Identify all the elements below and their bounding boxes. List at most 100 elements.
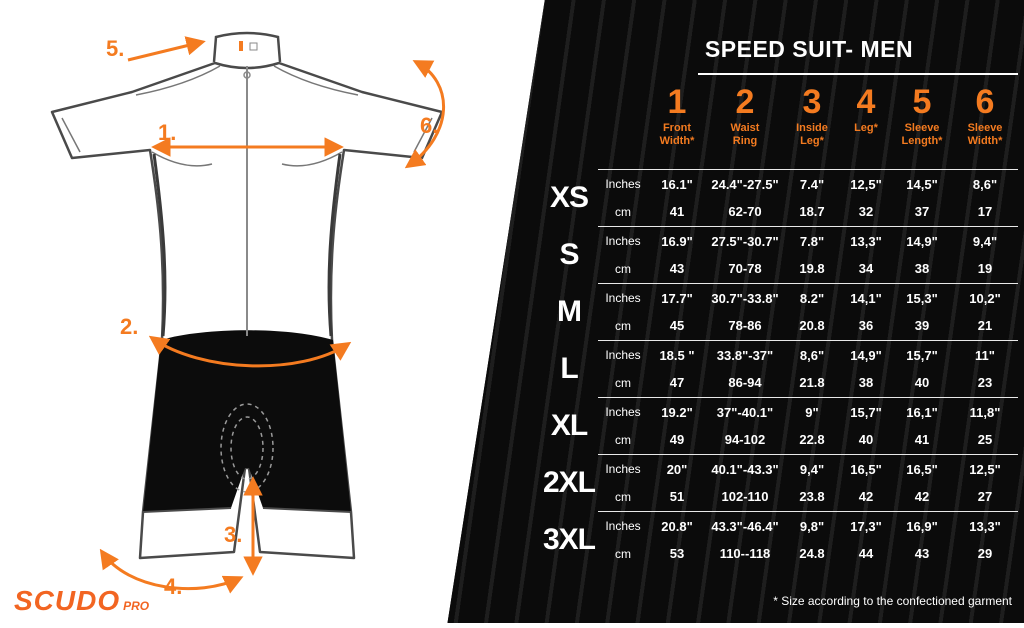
table-row-m: M Inches cm 17.7" 45 30.7"-33.8" 78-86 8… (540, 283, 1018, 340)
arrow-leg-opening (99, 548, 244, 594)
size-label: 3XL (542, 522, 596, 556)
cuff-seam-left (61, 117, 81, 153)
cell-waist-ring: 27.5"-30.7" 70-78 (706, 226, 784, 283)
cell-front-width: 20.8" 53 (648, 511, 706, 568)
unit-cm-label: cm (615, 205, 631, 220)
row-divider (598, 340, 1018, 342)
value-inches: 18.5 " (659, 348, 695, 364)
cell-inside-leg: 8,6" 21.8 (784, 340, 840, 397)
value-cm: 40 (858, 432, 874, 448)
value-inches: 20" (666, 462, 688, 478)
unit-inches-label: Inches (605, 177, 641, 192)
value-cm: 29 (977, 546, 993, 562)
table-row-xs: XS Inches cm 16.1" 41 24.4"-27.5" 62-70 … (540, 169, 1018, 226)
value-cm: 49 (669, 432, 685, 448)
size-label: XS (549, 180, 589, 214)
cell-sleeve-length: 16,9" 43 (892, 511, 952, 568)
cell-front-width: 19.2" 49 (648, 397, 706, 454)
value-inches: 14,9" (850, 348, 882, 364)
value-cm: 38 (858, 375, 874, 391)
column-header-front-width: 1 Front Width* (648, 85, 706, 147)
table-row-xl: XL Inches cm 19.2" 49 37"-40.1" 94-102 9… (540, 397, 1018, 454)
size-label: S (559, 237, 579, 271)
value-cm: 43 (914, 546, 930, 562)
cell-leg: 12,5" 32 (840, 169, 892, 226)
cell-sleeve-width: 8,6" 17 (952, 169, 1018, 226)
column-header-leg: 4 Leg* (840, 85, 892, 135)
raglan-seam-left (135, 65, 221, 96)
cell-waist-ring: 43.3"-46.4" 110--118 (706, 511, 784, 568)
value-inches: 19.2" (661, 405, 693, 421)
value-cm: 102-110 (721, 489, 769, 505)
value-inches: 30.7"-33.8" (711, 291, 779, 307)
column-label: Sleeve Width* (967, 122, 1003, 147)
chart-title: SPEED SUIT- MEN (704, 36, 914, 62)
column-label: Inside Leg* (796, 122, 828, 147)
value-cm: 41 (669, 204, 685, 220)
value-inches: 27.5"-30.7" (711, 234, 779, 250)
value-inches: 16.9" (661, 234, 693, 250)
unit-cm-label: cm (615, 319, 631, 334)
cell-waist-ring: 33.8"-37" 86-94 (706, 340, 784, 397)
cell-sleeve-width: 9,4" 19 (952, 226, 1018, 283)
value-cm: 78-86 (728, 318, 762, 334)
cell-sleeve-width: 12,5" 27 (952, 454, 1018, 511)
column-label: Front Width* (659, 122, 695, 147)
value-inches: 15,3" (906, 291, 938, 307)
value-cm: 70-78 (728, 261, 762, 277)
cell-waist-ring: 24.4"-27.5" 62-70 (706, 169, 784, 226)
unit-labels: Inches cm (598, 169, 648, 226)
cell-front-width: 20" 51 (648, 454, 706, 511)
value-cm: 17 (977, 204, 993, 220)
value-inches: 17.7" (661, 291, 693, 307)
unit-inches-label: Inches (605, 348, 641, 363)
collar (212, 31, 282, 63)
value-cm: 23.8 (799, 489, 825, 505)
unit-labels: Inches cm (598, 283, 648, 340)
value-inches: 8,6" (972, 177, 998, 193)
cell-sleeve-length: 16,1" 41 (892, 397, 952, 454)
column-label: Leg* (854, 122, 878, 134)
value-cm: 43 (669, 261, 685, 277)
marker-label-1: 1. (158, 120, 176, 145)
table-row-2xl: 2XL Inches cm 20" 51 40.1"-43.3" 102-110… (540, 454, 1018, 511)
chamois-pad-outer (220, 403, 274, 493)
unit-inches-label: Inches (605, 291, 641, 306)
size-label: M (557, 294, 582, 328)
cell-sleeve-width: 13,3" 29 (952, 511, 1018, 568)
cell-inside-leg: 7.4" 18.7 (784, 169, 840, 226)
value-cm: 37 (914, 204, 930, 220)
cell-front-width: 17.7" 45 (648, 283, 706, 340)
unit-inches-label: Inches (605, 405, 641, 420)
size-chart-panel: SPEED SUIT- MEN 1 Front Width* 2 Waist R… (540, 36, 1018, 608)
collar-size-tag (249, 42, 258, 51)
value-inches: 8.2" (799, 291, 825, 307)
table-body: XS Inches cm 16.1" 41 24.4"-27.5" 62-70 … (540, 169, 1018, 568)
row-divider (598, 169, 1018, 171)
cell-leg: 17,3" 44 (840, 511, 892, 568)
value-inches: 13,3" (850, 234, 882, 250)
value-inches: 14,1" (850, 291, 882, 307)
marker-label-3: 3. (224, 522, 242, 547)
raglan-seam-right (273, 65, 359, 96)
shorts (143, 330, 351, 512)
value-cm: 21 (977, 318, 993, 334)
value-cm: 40 (914, 375, 930, 391)
zipper-pull (243, 71, 251, 79)
cell-front-width: 18.5 " 47 (648, 340, 706, 397)
size-label: L (560, 351, 578, 385)
column-number: 4 (856, 83, 876, 121)
unit-labels: Inches cm (598, 340, 648, 397)
cell-sleeve-length: 15,7" 40 (892, 340, 952, 397)
value-inches: 17,3" (850, 519, 882, 535)
unit-cm-label: cm (615, 547, 631, 562)
brand-suffix: PRO (123, 599, 150, 613)
row-divider (598, 226, 1018, 228)
value-inches: 37"-40.1" (716, 405, 774, 421)
value-cm: 47 (669, 375, 685, 391)
column-header-sleeve-length: 5 Sleeve Length* (892, 85, 952, 147)
value-cm: 34 (858, 261, 874, 277)
size-label: XL (550, 408, 588, 442)
side-piping-right (327, 153, 342, 337)
